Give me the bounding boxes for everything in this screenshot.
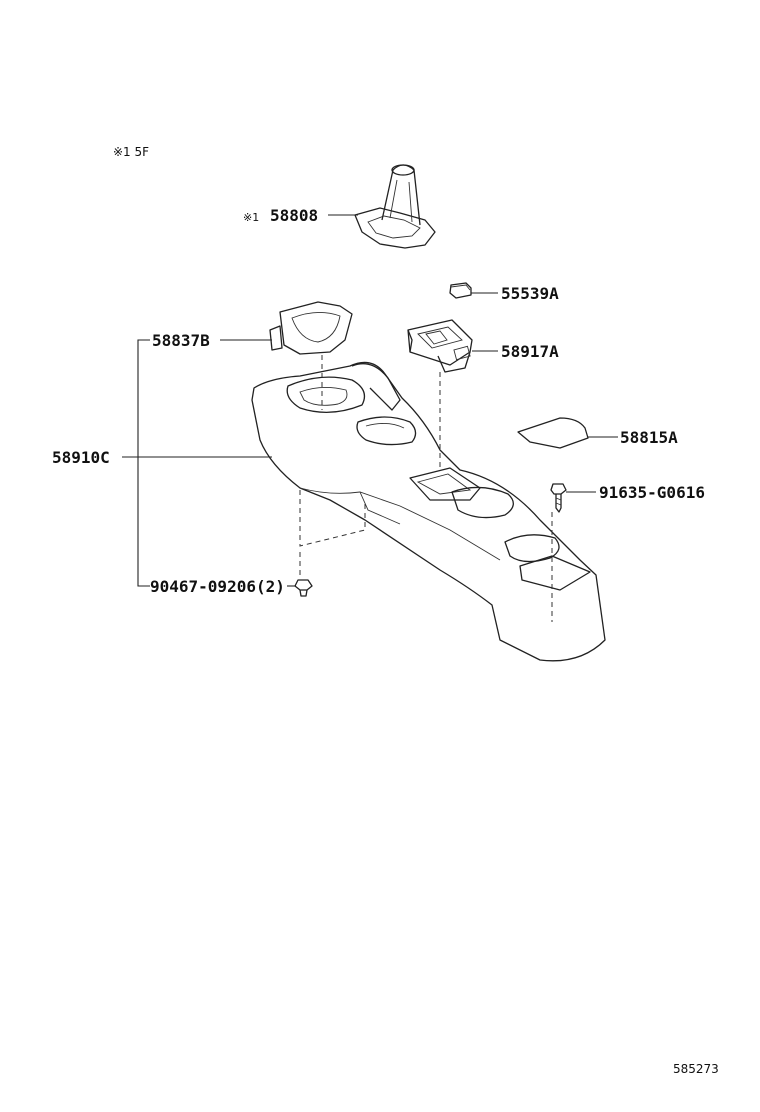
bracket-line [137,339,150,587]
clip-label: 90467-09206(2) [150,577,285,596]
shift-boot-prefix: ※1 [243,211,259,224]
screw-label: 91635-G0616 [599,483,705,502]
clip-part[interactable] [294,579,313,597]
figure-id: 585273 [673,1062,719,1076]
cup-holder-insert-label: 58837B [152,331,210,350]
switch-housing-label: 58917A [501,342,559,361]
mat-label: 58815A [620,428,678,447]
mat-part[interactable] [517,417,589,449]
shift-boot-part[interactable] [354,164,436,249]
cup-holder-insert-part[interactable] [269,301,353,355]
screw-part[interactable] [550,483,567,513]
console-dashline-left [299,490,366,547]
shift-boot-label: 58808 [270,206,318,225]
plug-part[interactable] [449,282,472,299]
switch-housing-part[interactable] [407,319,473,373]
console-box-label: 58910C [52,448,110,467]
note-label: ※1 5F [113,145,149,159]
plug-label: 55539A [501,284,559,303]
console-box-part[interactable] [251,361,606,662]
